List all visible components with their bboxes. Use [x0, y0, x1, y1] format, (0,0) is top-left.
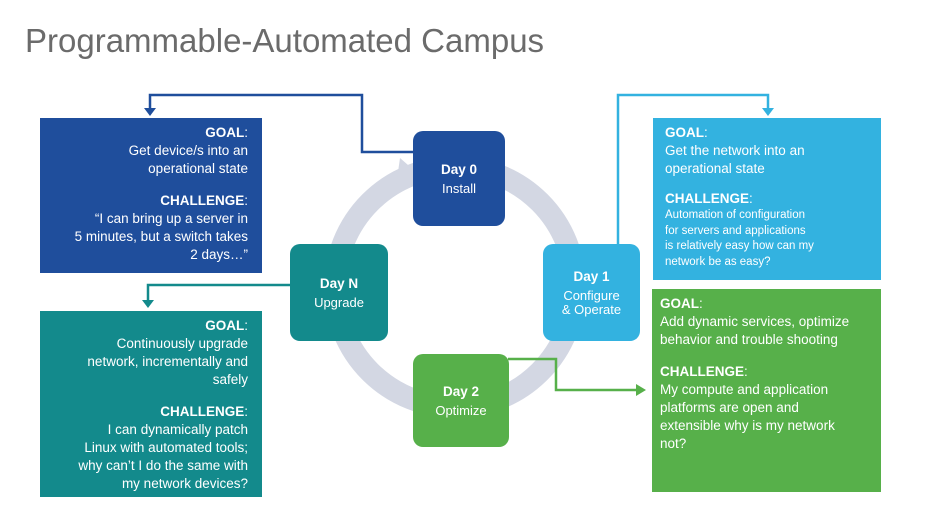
connector-dayN	[146, 283, 292, 306]
day1-challenge-text-1: Automation of configuration	[665, 209, 806, 221]
day2-goal-text-1: Add dynamic services, optimize	[660, 314, 850, 329]
day2-challenge-text-3: extensible why is my network	[660, 418, 835, 433]
dayN-tile: Day N Upgrade	[290, 244, 388, 341]
day1-goal-text-2: operational state	[665, 161, 765, 176]
day1-tile: Day 1 Configure & Operate	[543, 244, 640, 341]
connector-day2-arrowhead	[636, 384, 646, 396]
dayN-subtitle: Upgrade	[314, 294, 364, 310]
day1-subtitle-1: Configure	[563, 287, 620, 303]
day0-subtitle: Install	[442, 180, 476, 196]
day1-challenge-label: CHALLENGE	[665, 191, 749, 206]
day0-challenge-text-3: 2 days…”	[190, 247, 248, 262]
dayN-goal-text-1: Continuously upgrade	[116, 336, 248, 351]
day2-goal-text-2: behavior and trouble shooting	[660, 332, 838, 347]
day0-challenge-text-1: “I can bring up a server in	[94, 211, 248, 226]
connector-day0	[148, 93, 414, 154]
day1-goal-text-1: Get the network into an	[665, 143, 805, 158]
dayN-goal-text-3: safely	[212, 372, 248, 387]
day1-goal-label: GOAL	[665, 125, 704, 140]
day2-challenge-text-4: not?	[660, 436, 687, 451]
dayN-challenge-text-1: I can dynamically patch	[107, 422, 248, 437]
day2-challenge-text-2: platforms are open and	[660, 400, 799, 415]
day1-challenge-text-3: is relatively easy how can my	[665, 240, 814, 252]
dayN-challenge-label: CHALLENGE	[160, 404, 245, 419]
day0-challenge-text-2: 5 minutes, but a switch takes	[74, 229, 248, 244]
connector-day1	[616, 93, 770, 246]
dayN-goal-text-2: network, incrementally and	[87, 354, 248, 369]
dayN-challenge-text-3: why can’t I do the same with	[78, 458, 248, 473]
day0-goal-text-1: Get device/s into an	[128, 143, 248, 158]
day0-tile: Day 0 Install	[413, 131, 505, 226]
day2-challenge-text-1: My compute and application	[660, 382, 829, 397]
day0-title: Day 0	[440, 161, 478, 177]
dayN-info-box: GOAL: Continuously upgrade network, incr…	[40, 311, 262, 497]
day0-info-box: GOAL: Get device/s into an operational s…	[40, 118, 262, 273]
dayN-challenge-text-2: Linux with automated tools;	[84, 440, 248, 455]
day0-challenge-label: CHALLENGE	[160, 193, 245, 208]
day1-challenge-text-2: for servers and applications	[665, 224, 806, 237]
connector-day0-arrowhead	[144, 108, 156, 116]
connector-day1-arrowhead	[762, 108, 774, 116]
day2-subtitle: Optimize	[435, 402, 487, 418]
day2-challenge-label: CHALLENGE	[660, 364, 744, 379]
day2-tile: Day 2 Optimize	[413, 354, 509, 447]
day2-goal-label: GOAL	[660, 296, 699, 311]
day1-challenge-text-4: network be as easy?	[665, 255, 771, 268]
connector-day2	[508, 357, 640, 392]
day0-goal-text-2: operational state	[148, 161, 248, 176]
dayN-goal-label: GOAL	[205, 318, 245, 333]
dayN-title: Day N	[319, 275, 359, 291]
ring-arrowhead	[396, 158, 416, 186]
day1-title: Day 1	[573, 268, 610, 284]
day0-goal-label: GOAL	[205, 125, 245, 140]
page-title: Programmable-Automated Campus	[25, 22, 545, 59]
day1-info-box: GOAL: Get the network into an operationa…	[653, 118, 881, 280]
day2-title: Day 2	[442, 383, 480, 399]
day2-info-box: GOAL: Add dynamic services, optimize beh…	[652, 289, 881, 492]
dayN-challenge-text-4: my network devices?	[121, 476, 248, 491]
connector-dayN-arrowhead	[142, 300, 154, 308]
day1-subtitle-2: & Operate	[561, 301, 622, 317]
